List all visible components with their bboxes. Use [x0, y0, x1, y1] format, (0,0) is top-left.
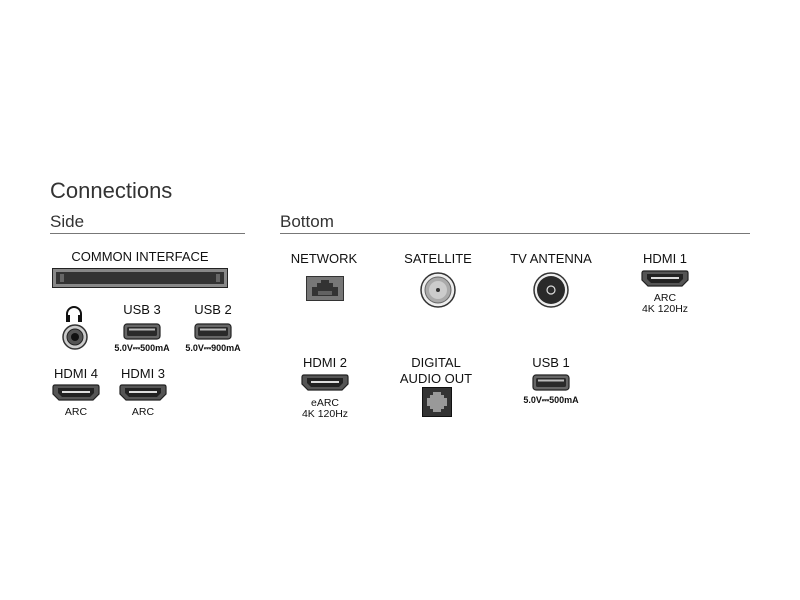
section-side-heading: Side — [50, 212, 85, 231]
optical-audio-port-icon — [422, 387, 452, 417]
page-title: Connections — [50, 178, 173, 203]
common-interface-label: COMMON INTERFACE — [71, 249, 209, 264]
tv-antenna-label: TV ANTENNA — [510, 251, 592, 266]
digital-audio-label-line2: AUDIO OUT — [399, 371, 473, 386]
hdmi3-port-icon — [119, 384, 167, 401]
hdmi1-port-icon — [641, 270, 689, 287]
hdmi4-port-icon — [52, 384, 100, 401]
hdmi1-resolution: 4K 120Hz — [641, 303, 689, 315]
hdmi2-port-icon — [301, 374, 349, 391]
satellite-port-icon — [420, 272, 456, 308]
usb3-port-icon — [123, 323, 161, 340]
usb2-spec: 5.0V⎓900mA — [185, 343, 241, 353]
usb1-label: USB 1 — [532, 355, 570, 370]
bottom-divider — [280, 233, 750, 234]
headphone-icon — [66, 306, 82, 322]
hdmi4-arc: ARC — [64, 406, 88, 418]
usb1-port-icon — [532, 374, 570, 391]
common-interface-slot-icon — [52, 268, 228, 288]
network-port-icon — [306, 276, 344, 301]
section-bottom-heading: Bottom — [280, 212, 334, 231]
usb3-spec: 5.0V⎓500mA — [114, 343, 170, 353]
satellite-label: SATELLITE — [404, 251, 472, 266]
hdmi2-label: HDMI 2 — [302, 355, 348, 370]
tv-antenna-port-icon — [533, 272, 569, 308]
usb2-label: USB 2 — [194, 302, 232, 317]
hdmi2-resolution: 4K 120Hz — [301, 408, 349, 420]
hdmi3-arc: ARC — [131, 406, 155, 418]
hdmi1-arc: ARC — [653, 292, 677, 304]
usb3-label: USB 3 — [123, 302, 161, 317]
headphone-jack-icon — [62, 324, 88, 350]
side-divider — [50, 233, 245, 234]
usb1-spec: 5.0V⎓500mA — [523, 395, 579, 405]
network-label: NETWORK — [290, 251, 358, 266]
usb2-port-icon — [194, 323, 232, 340]
hdmi1-label: HDMI 1 — [642, 251, 688, 266]
hdmi4-label: HDMI 4 — [53, 366, 99, 381]
digital-audio-label-line1: DIGITAL — [411, 355, 461, 370]
hdmi3-label: HDMI 3 — [120, 366, 166, 381]
hdmi2-earc: eARC — [310, 397, 340, 409]
